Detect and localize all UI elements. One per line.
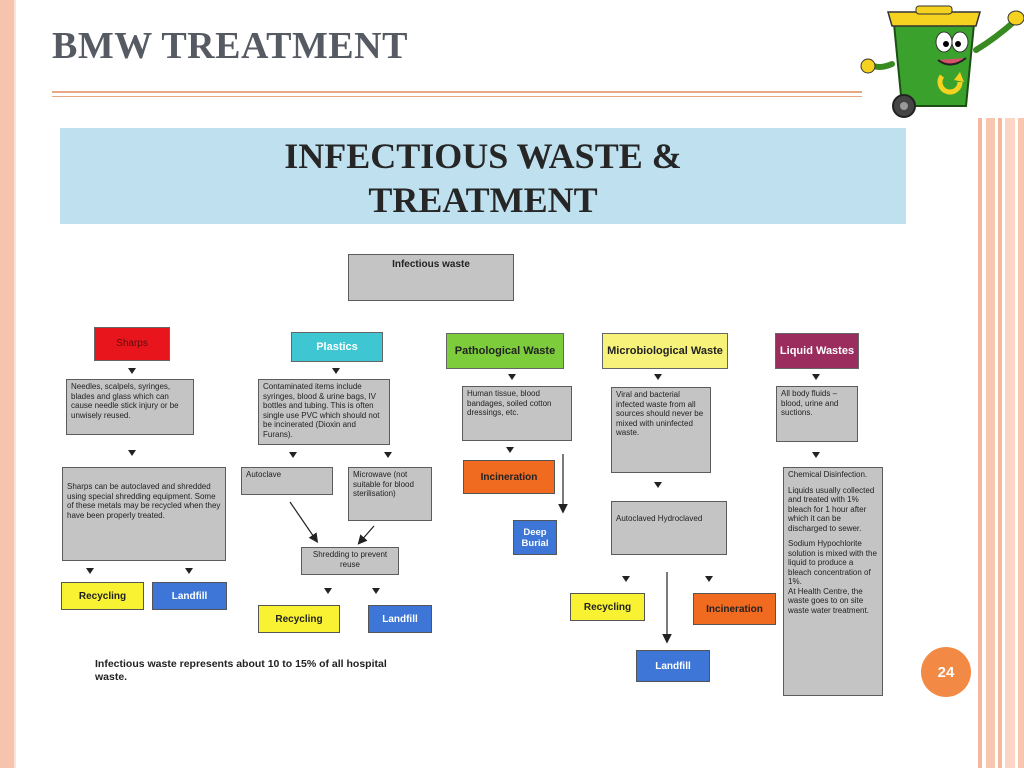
left-border-inner — [14, 0, 16, 768]
category-pathological-label: Pathological Waste — [454, 345, 556, 357]
root-node-infectious-waste: Infectious waste — [348, 254, 514, 301]
diagram-heading-line2: TREATMENT — [368, 180, 598, 220]
step-sharps-treatment: Sharps can be autoclaved and shredded us… — [62, 467, 226, 561]
liquid-treatment-text-1: Chemical Disinfection. — [788, 470, 868, 479]
outcome-recycling-micro: Recycling — [570, 593, 645, 621]
page-number-badge: 24 — [921, 647, 971, 697]
footnote: Infectious waste represents about 10 to … — [95, 658, 387, 683]
diagram-banner — [60, 128, 906, 224]
recycle-bin-mascot-icon — [860, 5, 1024, 118]
diagram-heading: INFECTIOUS WASTE & TREATMENT — [60, 134, 906, 222]
category-plastics-label: Plastics — [316, 341, 358, 353]
outcome-incineration-micro: Incineration — [693, 593, 776, 625]
title-underline-thin — [52, 96, 862, 97]
liquid-treatment-text-4: At Health Centre, the waste goes to on s… — [788, 586, 869, 615]
outcome-landfill-sharps: Landfill — [152, 582, 227, 610]
outcome-landfill-plastics: Landfill — [368, 605, 432, 633]
desc-liquid: All body fluids – blood, urine and sucti… — [776, 386, 858, 442]
left-border — [0, 0, 14, 768]
category-microbiological: Microbiological Waste — [602, 333, 728, 369]
step-liquid-treatment: Chemical Disinfection. Liquids usually c… — [783, 467, 883, 696]
category-microbiological-label: Microbiological Waste — [607, 345, 723, 357]
desc-sharps: Needles, scalpels, syringes, blades and … — [66, 379, 194, 435]
liquid-treatment-text-2: Liquids usually collected and treated wi… — [788, 485, 875, 533]
category-sharps: Sharps — [94, 327, 170, 361]
step-autoclaved-hydroclaved: Autoclaved Hydroclaved — [611, 501, 727, 555]
category-liquid-label: Liquid Wastes — [779, 345, 855, 357]
desc-pathological: Human tissue, blood bandages, soiled cot… — [462, 386, 572, 441]
desc-microbiological: Viral and bacterial infected waste from … — [611, 387, 711, 473]
category-sharps-label: Sharps — [116, 338, 148, 349]
category-liquid: Liquid Wastes — [775, 333, 859, 369]
right-decorative-stripes — [978, 118, 1024, 768]
step-deep-burial: Deep Burial — [513, 520, 557, 555]
slide-title: BMW TREATMENT — [52, 25, 408, 67]
outcome-landfill-micro: Landfill — [636, 650, 710, 682]
title-underline — [52, 91, 862, 93]
category-plastics: Plastics — [291, 332, 383, 362]
desc-plastics: Contaminated items include syringes, blo… — [258, 379, 390, 445]
diagram-heading-line1: INFECTIOUS WASTE & — [284, 136, 682, 176]
outcome-recycling-sharps: Recycling — [61, 582, 144, 610]
step-incineration-pathological: Incineration — [463, 460, 555, 494]
liquid-treatment-text-3: Sodium Hypochlorite solution is mixed wi… — [788, 539, 877, 586]
category-pathological: Pathological Waste — [446, 333, 564, 369]
step-shredding: Shredding to prevent reuse — [301, 547, 399, 575]
outcome-recycling-plastics: Recycling — [258, 605, 340, 633]
step-autoclave: Autoclave — [241, 467, 333, 495]
step-microwave: Microwave (not suitable for blood steril… — [348, 467, 432, 521]
